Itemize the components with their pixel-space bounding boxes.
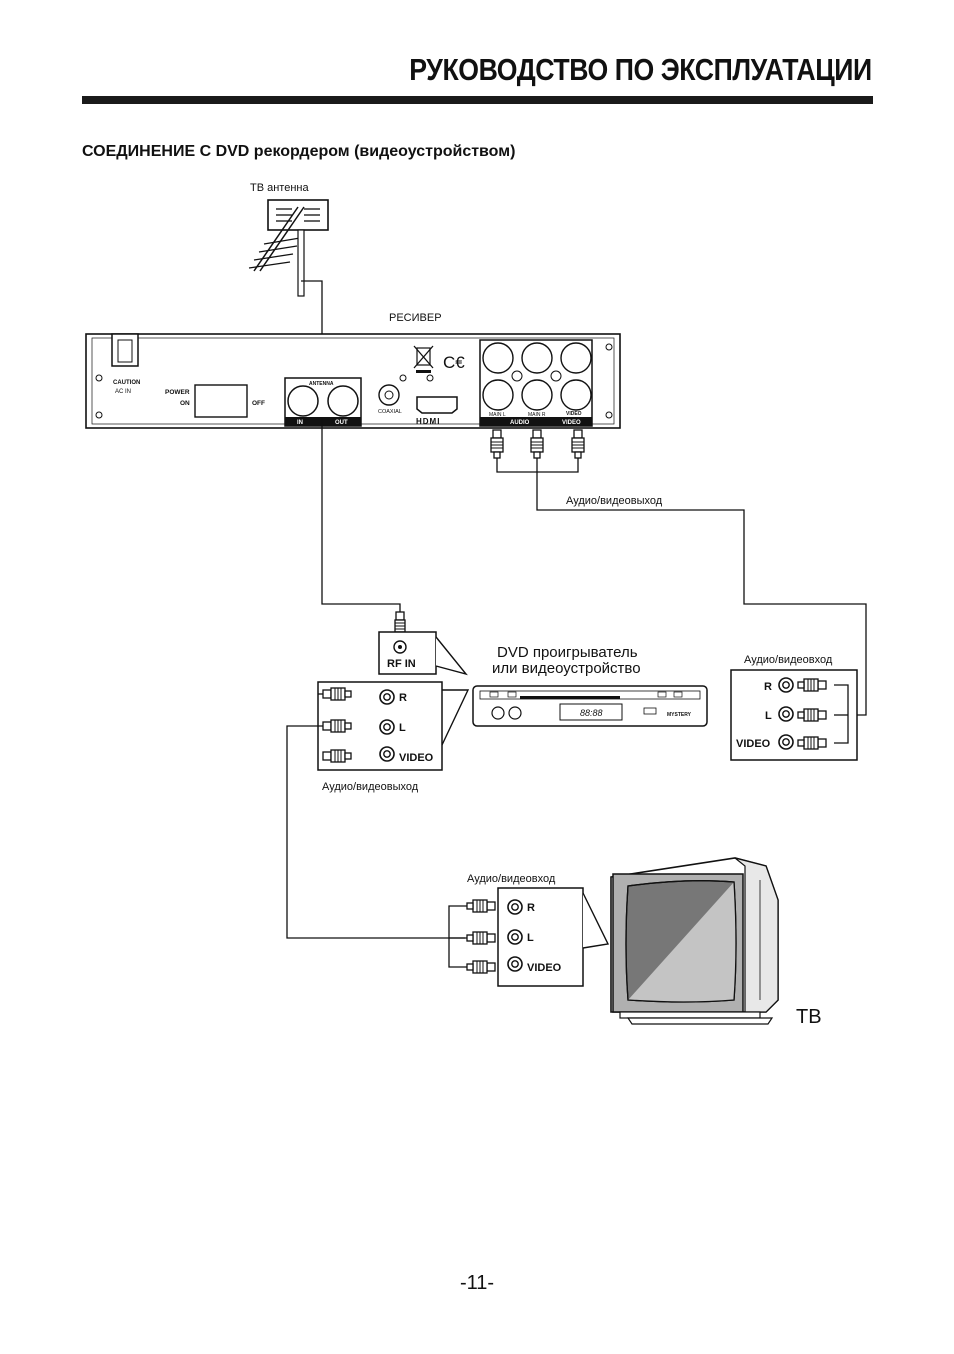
ac-inlet-icon [111, 333, 139, 367]
hdmi-logo: HDMI [416, 417, 440, 426]
tv-jack-r-label: R [527, 902, 535, 914]
right-jack-r-label: R [764, 681, 772, 693]
ce-mark-icon: C€ [443, 353, 465, 372]
tv-antenna: ТВ антенна [248, 182, 329, 297]
dvd-brand-logo: MYSTERY [667, 712, 692, 718]
av-cable-dvd-to-tv [286, 725, 465, 939]
audio-bar-label: AUDIO [510, 420, 530, 426]
weee-icon [413, 345, 434, 373]
coaxial-port [378, 384, 400, 406]
power-switch [194, 384, 248, 418]
antenna-port-label: ANTENNA [309, 381, 334, 387]
dvd-av-out-label: Аудио/видеовыход [322, 781, 419, 793]
rf-plug [394, 611, 406, 633]
right-jack-l-label: L [765, 710, 772, 722]
tv-set-icon [610, 857, 779, 1025]
dvd-rf-in-box: RF IN [378, 631, 468, 676]
dvd-jack-r-label: R [399, 692, 407, 704]
power-on-label: ON [180, 400, 190, 407]
dvd-player-icon: 88:88 MYSTERY [472, 685, 708, 727]
header-rule [82, 96, 873, 104]
dvd-jack-l-label: L [399, 722, 406, 734]
antenna-out-label: OUT [335, 420, 348, 426]
video-bar-label: VIDEO [562, 420, 581, 426]
main-r-label: MAIN R [528, 412, 546, 418]
tv-label: ТВ [796, 1006, 822, 1028]
antenna-label: ТВ антенна [250, 182, 309, 194]
av-cable-receiver-to-right [536, 472, 867, 716]
coaxial-label: COAXIAL [378, 409, 402, 415]
dvd-jack-video-label: VIDEO [399, 752, 434, 764]
power-label: POWER [165, 389, 190, 396]
antenna-cable [301, 280, 323, 349]
caution-label: CAUTION [113, 380, 140, 386]
receiver-rear-panel: РЕСИВЕР CAUTION AC IN POWER ON OFF ANTEN… [85, 312, 621, 429]
power-off-label: OFF [252, 400, 265, 407]
tv-jack-video-label: VIDEO [527, 962, 562, 974]
ac-in-label: AC IN [115, 389, 131, 395]
dvd-display-readout: 88:88 [580, 708, 603, 718]
tv-av-in-label: Аудио/видеовход [467, 873, 556, 885]
receiver-rca-plugs [490, 429, 585, 459]
receiver-av-out-label: Аудио/видеовыход [566, 495, 663, 507]
dvd-av-output-box: R L VIDEO [317, 681, 470, 771]
dvd-title-line1: DVD проигрыватель [497, 644, 638, 661]
right-jack-video-label: VIDEO [736, 738, 771, 750]
right-av-input-box: R L VIDEO [730, 669, 858, 761]
antenna-in-label: IN [297, 420, 303, 426]
rf-in-label: RF IN [387, 658, 416, 670]
tv-jack-l-label: L [527, 932, 534, 944]
receiver-label: РЕСИВЕР [389, 312, 442, 324]
main-l-label: MAIN L [489, 412, 506, 418]
page-header-title: РУКОВОДСТВО ПО ЭКСПЛУАТАЦИИ [409, 52, 873, 87]
tv-av-input-box: R L VIDEO [466, 887, 610, 987]
right-av-in-label: Аудио/видеовход [744, 654, 833, 666]
rf-cable [321, 418, 401, 614]
hdmi-port [416, 396, 458, 414]
dvd-title-line2: или видеоустройство [492, 660, 641, 677]
page-number: -11- [459, 1272, 495, 1294]
video-port-label: VIDEO [566, 411, 582, 417]
section-title: СОЕДИНЕНИЕ С DVD рекордером (видеоустрой… [82, 143, 516, 160]
